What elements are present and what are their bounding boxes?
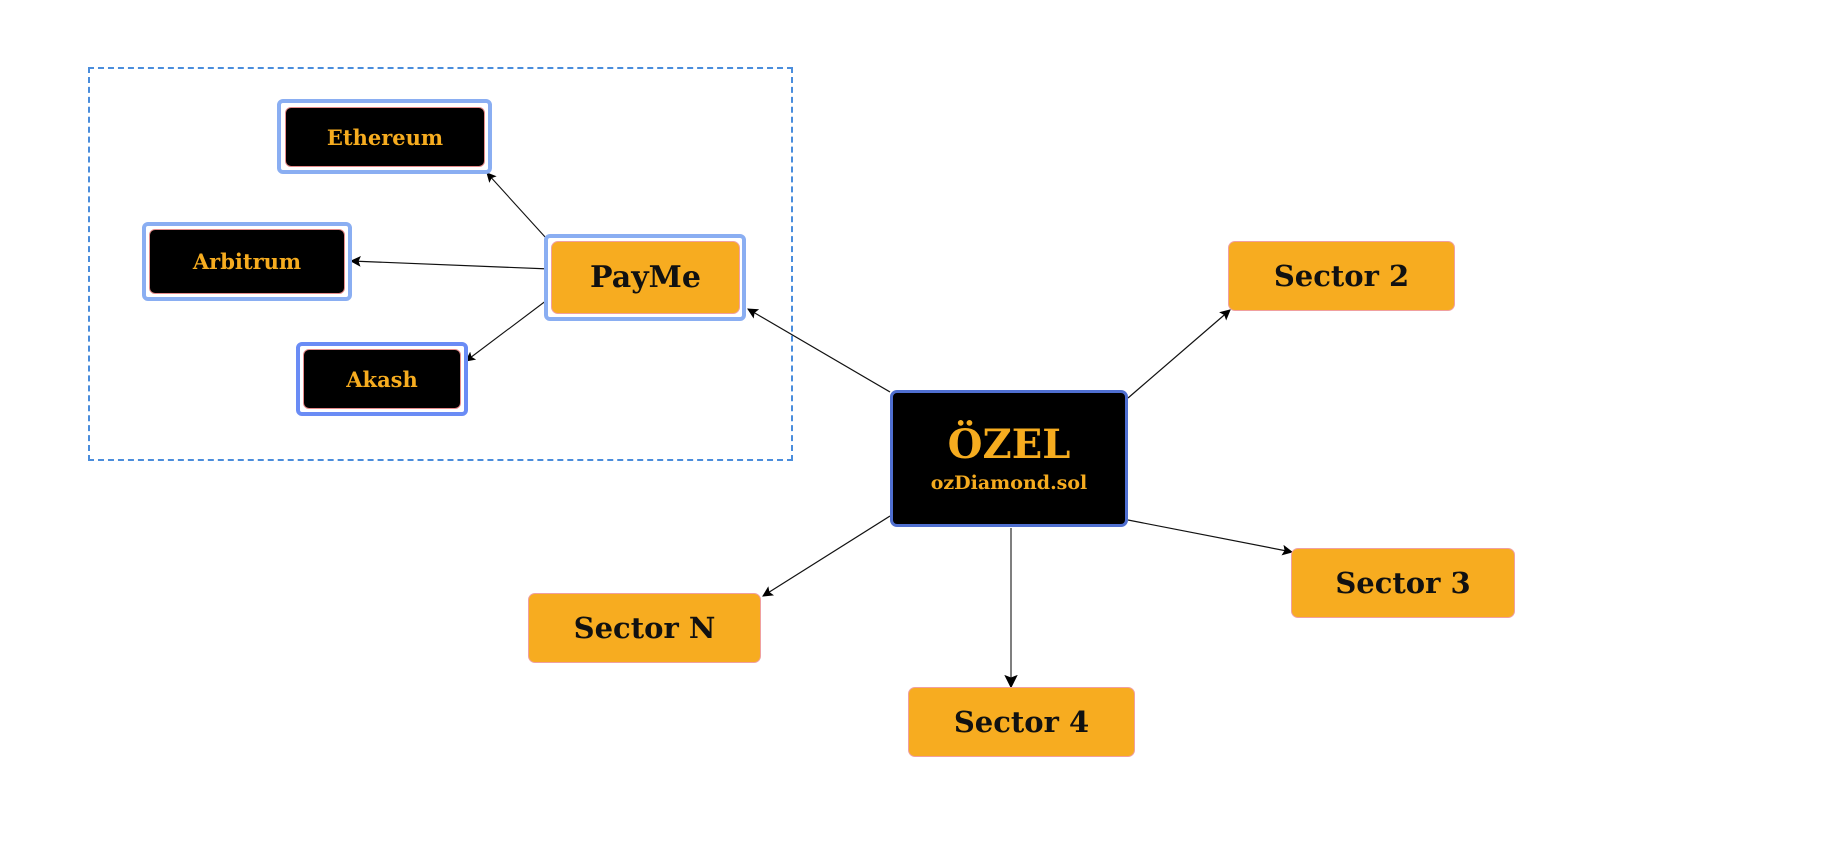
- node-akash-label: Akash: [346, 366, 418, 392]
- payme-group-container[interactable]: [88, 67, 793, 461]
- node-sector-n[interactable]: Sector N: [528, 593, 761, 663]
- node-sector-4-label: Sector 4: [953, 705, 1090, 739]
- node-ethereum[interactable]: Ethereum: [285, 107, 485, 167]
- node-sector-4[interactable]: Sector 4: [908, 687, 1135, 757]
- edge-ozel-to-sector-3[interactable]: [1127, 519, 1294, 556]
- node-arbitrum[interactable]: Arbitrum: [149, 229, 345, 294]
- node-sector-n-label: Sector N: [573, 611, 716, 645]
- node-sector-3-label: Sector 3: [1335, 566, 1471, 600]
- node-arbitrum-label: Arbitrum: [192, 249, 302, 274]
- node-sector-2-label: Sector 2: [1273, 259, 1410, 293]
- node-payme-label: PayMe: [590, 260, 701, 295]
- node-sector-2[interactable]: Sector 2: [1228, 241, 1455, 311]
- edge-ozel-to-sector-2[interactable]: [1127, 309, 1231, 399]
- node-sector-3[interactable]: Sector 3: [1291, 548, 1515, 618]
- node-akash[interactable]: Akash: [303, 349, 461, 409]
- node-ozel-center[interactable]: ÖZEL ozDiamond.sol: [890, 390, 1128, 527]
- node-payme[interactable]: PayMe: [551, 241, 740, 314]
- node-ethereum-label: Ethereum: [326, 124, 444, 150]
- edge-ozel-to-sector-n[interactable]: [762, 515, 891, 597]
- node-ozel-title: ÖZEL: [947, 420, 1071, 468]
- node-ozel-subtitle: ozDiamond.sol: [930, 471, 1088, 494]
